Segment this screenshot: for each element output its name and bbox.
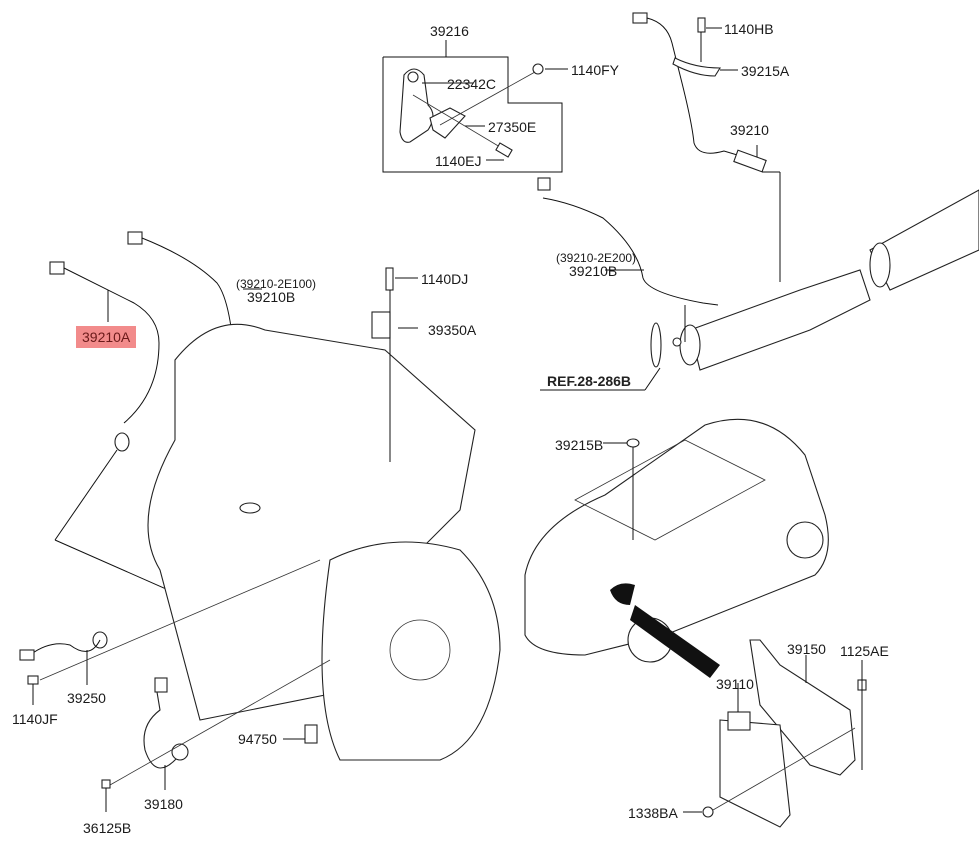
car-drawing (524, 418, 829, 678)
exhaust-pipe-drawing (537, 177, 979, 391)
label-39150[interactable]: 39150 (787, 641, 826, 657)
ecu-drawing (683, 639, 867, 828)
label-39110[interactable]: 39110 (716, 676, 754, 692)
label-27350e[interactable]: 27350E (488, 119, 537, 135)
bracket-group-box (382, 40, 563, 173)
bracket-22342c-drawing (399, 63, 568, 161)
label-39210a-highlighted[interactable]: 39210A (76, 326, 137, 348)
label-1140ej[interactable]: 1140EJ (435, 153, 482, 169)
label-39210b-rear-sub: (39210-2E200) (556, 251, 637, 265)
label-39250[interactable]: 39250 (67, 690, 106, 706)
label-1125ae[interactable]: 1125AE (840, 643, 889, 659)
label-1140dj[interactable]: 1140DJ (421, 271, 469, 287)
label-39210b-front-sub: (39210-2E100) (236, 277, 317, 291)
label-1338ba[interactable]: 1338BA (628, 805, 678, 821)
label-ref-28-286b[interactable]: REF.28-286B (547, 373, 632, 389)
rear-o2-sensor-drawing (632, 12, 781, 282)
label-1140hb[interactable]: 1140HB (724, 21, 774, 37)
label-39210[interactable]: 39210 (730, 122, 769, 138)
label-1140jf[interactable]: 1140JF (12, 711, 58, 727)
label-39215b[interactable]: 39215B (555, 437, 604, 453)
label-1140fy[interactable]: 1140FY (571, 62, 619, 78)
label-94750[interactable]: 94750 (238, 731, 277, 747)
label-39180[interactable]: 39180 (144, 796, 183, 812)
label-22342c[interactable]: 22342C (447, 76, 497, 92)
engine-drawing (19, 231, 501, 812)
label-36125b[interactable]: 36125B (83, 820, 132, 836)
label-39210b-front[interactable]: 39210B (247, 289, 296, 305)
label-39215a[interactable]: 39215A (741, 63, 790, 79)
label-39350a[interactable]: 39350A (428, 322, 477, 338)
label-39216[interactable]: 39216 (430, 23, 469, 39)
label-39210b-rear[interactable]: 39210B (569, 263, 618, 279)
